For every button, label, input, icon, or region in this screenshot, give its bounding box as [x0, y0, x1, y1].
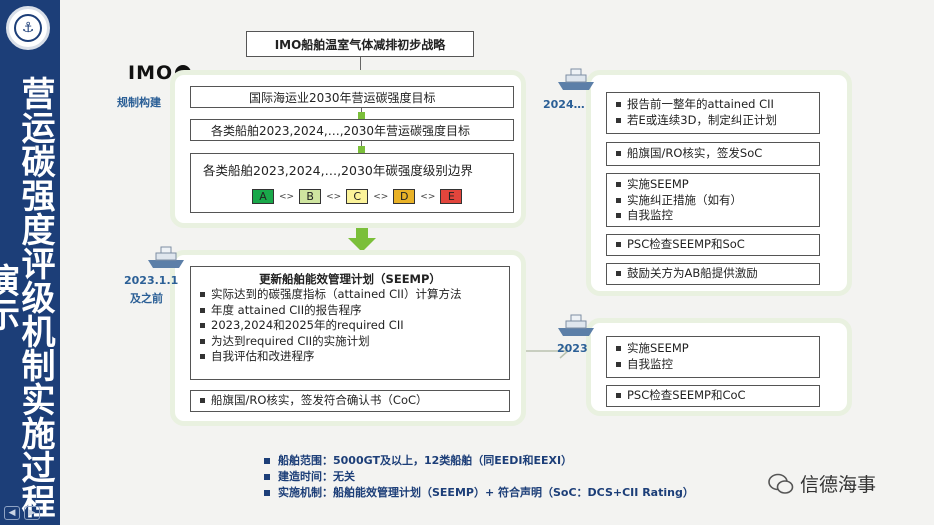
list-item: 为达到required CII的实施计划 — [199, 334, 509, 350]
soc-box: 船旗国/RO核实，签发SoC — [606, 142, 820, 166]
slide-title: 营运碳强度评级机制实施过程演示 — [0, 75, 55, 518]
ship-icon — [558, 314, 594, 336]
global-target-box: 国际海运业2030年营运碳强度目标 — [190, 86, 514, 108]
grade-scale: A <> B <> C <> D <> E — [252, 189, 463, 204]
ship-icon — [148, 246, 184, 268]
report-box: 报告前一整年的attained CII 若E或连续3D，制定纠正计划 — [606, 92, 820, 134]
date-2023-1-1: 2023.1.1 — [124, 274, 179, 287]
psc-soc-box: PSC检查SEEMP和SoC — [606, 234, 820, 256]
list-item: 实际达到的碳强度指标（attained CII）计算方法 — [199, 287, 509, 303]
note-build-time: 建造时间：无关 — [262, 469, 694, 485]
list-item: 船旗国/RO核实，签发符合确认书（CoC） — [199, 393, 428, 409]
list-item: 报告前一整年的attained CII — [615, 97, 819, 113]
anchor-icon: ⚓ — [14, 14, 42, 42]
watermark: 信德海事 — [768, 470, 876, 497]
coc-box: 船旗国/RO核实，签发符合确认书（CoC） — [190, 390, 510, 412]
grade-a: A — [252, 189, 274, 204]
regulation-label: 规制构建 — [117, 96, 161, 109]
list-item: PSC检查SEEMP和SoC — [615, 237, 745, 253]
grade-separator: <> — [373, 191, 389, 202]
right-arrow-icon — [526, 343, 570, 359]
green-marker — [358, 146, 365, 153]
watermark-text: 信德海事 — [800, 474, 877, 496]
connector-line — [360, 57, 361, 71]
grade-separator: <> — [326, 191, 342, 202]
list-item: 自我监控 — [615, 208, 819, 224]
psc-coc-box: PSC检查SEEMP和CoC — [606, 385, 820, 407]
list-item: 船旗国/RO核实，签发SoC — [615, 146, 762, 162]
prev-slide-icon[interactable]: ◀ — [4, 506, 20, 520]
slide-nav[interactable]: ◀ ▶ — [4, 506, 40, 520]
list-item: 2023,2024和2025年的required CII — [199, 318, 509, 334]
date-2023: 2023 — [557, 342, 588, 355]
list-item: 鼓励关方为AB船提供激励 — [615, 266, 758, 282]
ship-target-box: 各类船舶2023,2024,…,2030年营运碳强度目标 — [190, 119, 514, 141]
scope-notes: 船舶范围：5000GT及以上，12类船舶（同EEDI和EEXI） 建造时间：无关… — [262, 453, 694, 501]
seemp-title: 更新船舶能效管理计划（SEEMP） — [259, 272, 441, 286]
list-item: 自我评估和改进程序 — [199, 349, 509, 365]
list-item: 若E或连续3D，制定纠正计划 — [615, 113, 819, 129]
list-item: PSC检查SEEMP和CoC — [615, 388, 746, 404]
list-item: 实施SEEMP — [615, 341, 819, 357]
grade-separator: <> — [279, 191, 295, 202]
grade-b: B — [299, 189, 322, 204]
title-band: ⚓ 营运碳强度评级机制实施过程演示 ◀ ▶ — [0, 0, 60, 525]
green-marker — [358, 112, 365, 119]
seemp-list: 实际达到的碳强度指标（attained CII）计算方法 年度 attained… — [199, 287, 509, 365]
next-slide-icon[interactable]: ▶ — [24, 506, 40, 520]
implement-box: 实施SEEMP 实施纠正措施（如有） 自我监控 — [606, 173, 820, 227]
list-item: 自我监控 — [615, 357, 819, 373]
strategy-header: IMO船舶温室气体减排初步战略 — [246, 31, 474, 57]
grade-d: D — [393, 189, 416, 204]
university-logo: ⚓ — [6, 6, 50, 50]
seemp-box: 更新船舶能效管理计划（SEEMP） 实际达到的碳强度指标（attained CI… — [190, 266, 510, 380]
note-ship-scope: 船舶范围：5000GT及以上，12类船舶（同EEDI和EEXI） — [262, 453, 694, 469]
list-item: 实施纠正措施（如有） — [615, 193, 819, 209]
grade-separator: <> — [420, 191, 436, 202]
wechat-icon — [768, 473, 794, 494]
list-item: 实施SEEMP — [615, 177, 819, 193]
date-2024: 2024… — [543, 98, 585, 111]
grade-c: C — [346, 189, 369, 204]
date-before: 及之前 — [130, 292, 163, 305]
list-item: 年度 attained CII的报告程序 — [199, 303, 509, 319]
incentive-box: 鼓励关方为AB船提供激励 — [606, 263, 820, 285]
implement-2023-box: 实施SEEMP 自我监控 — [606, 336, 820, 378]
note-mechanism: 实施机制：船舶能效管理计划（SEEMP）+ 符合声明（SoC：DCS+CII R… — [262, 485, 694, 501]
down-arrow-icon — [348, 228, 376, 252]
grade-e: E — [440, 189, 463, 204]
ship-icon — [558, 68, 594, 90]
grade-boundary-box: 各类船舶2023,2024,…,2030年碳强度级别边界 — [190, 153, 514, 213]
